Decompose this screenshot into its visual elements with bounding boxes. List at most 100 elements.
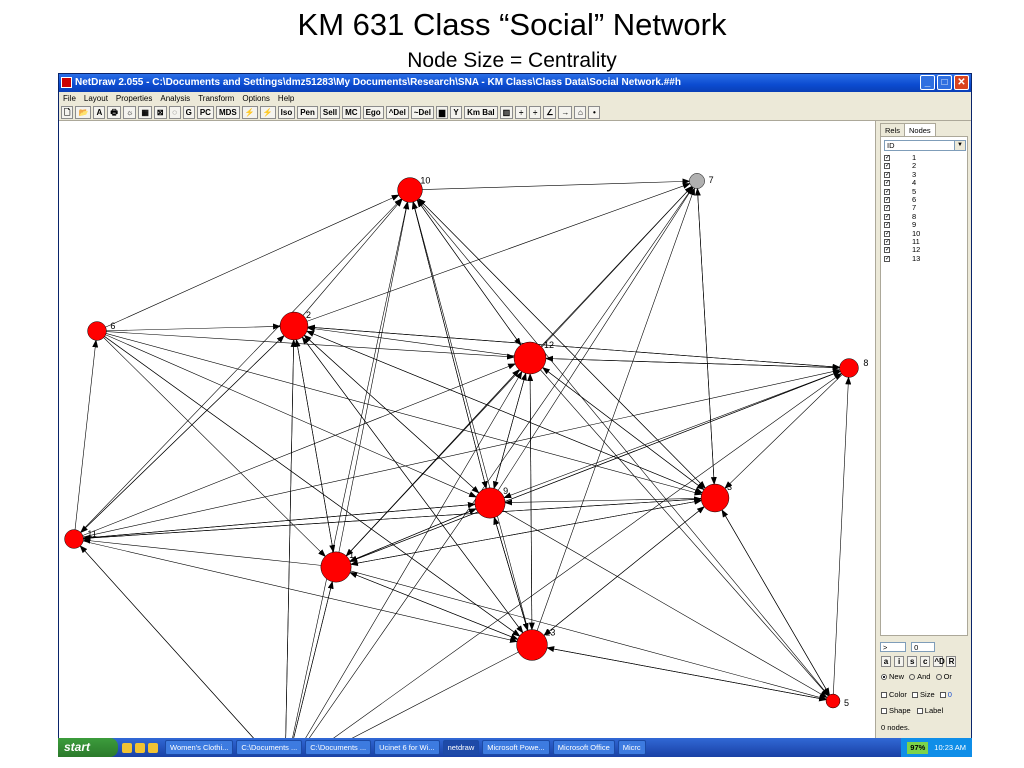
toolbar-button-20[interactable]: ▆ xyxy=(435,106,449,119)
toolbar-button-6[interactable]: ⊠ xyxy=(153,106,167,119)
close-button[interactable]: ✕ xyxy=(954,75,969,90)
node-checkbox[interactable]: ✓ xyxy=(884,238,891,245)
toolbar-button-22[interactable]: Km Bal xyxy=(464,106,498,119)
node-7[interactable] xyxy=(689,173,705,189)
edge-9-1 xyxy=(349,508,477,562)
taskbar-task[interactable]: C:\Documents ... xyxy=(305,740,372,755)
node-5[interactable] xyxy=(825,693,841,709)
node-6[interactable] xyxy=(87,321,107,341)
node-checkbox[interactable]: ✓ xyxy=(884,171,891,178)
taskbar-task[interactable]: C:\Documents ... xyxy=(236,740,303,755)
radio-and[interactable] xyxy=(909,674,916,681)
node-checkbox[interactable]: ✓ xyxy=(884,213,891,220)
toolbar-button-16[interactable]: MC xyxy=(342,106,361,119)
toolbar-button-21[interactable]: Y xyxy=(450,106,463,119)
taskbar-task[interactable]: netdraw xyxy=(442,740,480,755)
node-12[interactable] xyxy=(513,341,547,375)
toolbar-button-10[interactable]: MDS xyxy=(215,106,240,119)
filter-a-button[interactable]: a xyxy=(881,656,891,667)
filter-del-button[interactable]: ^D xyxy=(933,656,945,667)
threshold-input[interactable]: 0 xyxy=(911,642,936,652)
toolbar-button-12[interactable]: ⚡ xyxy=(259,106,276,119)
restore-button[interactable]: □ xyxy=(937,75,952,90)
attribute-dropdown[interactable]: ID ▼ xyxy=(884,140,966,151)
node-checkbox[interactable]: ✓ xyxy=(884,188,891,195)
toolbar-button-2[interactable]: A xyxy=(93,106,106,119)
node-8[interactable] xyxy=(839,358,859,378)
node-13[interactable] xyxy=(516,629,548,661)
toolbar-button-13[interactable]: Iso xyxy=(277,106,296,119)
radio-new[interactable] xyxy=(881,674,887,681)
color-checkbox[interactable] xyxy=(881,692,887,699)
toolbar-button-8[interactable]: G xyxy=(182,106,195,119)
shape-checkbox[interactable] xyxy=(881,708,887,715)
node-1[interactable] xyxy=(320,551,352,583)
desktop-icon[interactable] xyxy=(135,742,145,753)
operator-select[interactable]: > xyxy=(880,642,906,652)
label-checkbox[interactable] xyxy=(916,708,923,715)
taskbar-task[interactable]: Ucinet 6 for Wi... xyxy=(374,740,440,755)
toolbar-button-14[interactable]: Pen xyxy=(297,106,318,119)
network-canvas[interactable]: 12345678910111213 xyxy=(59,121,876,740)
tab-nodes[interactable]: Nodes xyxy=(904,123,936,136)
toolbar-button-29[interactable]: • xyxy=(588,106,601,119)
node-10[interactable] xyxy=(397,177,423,203)
toolbar-button-1[interactable]: 📂 xyxy=(75,106,92,119)
taskbar-task[interactable]: Microsoft Powe... xyxy=(482,740,550,755)
toolbar-button-11[interactable]: ⚡ xyxy=(241,106,258,119)
node-2[interactable] xyxy=(279,311,309,341)
toolbar-button-4[interactable]: ☼ xyxy=(122,106,137,119)
menu-properties[interactable]: Properties xyxy=(115,94,153,103)
start-button[interactable]: start xyxy=(58,738,118,757)
node-checkbox[interactable]: ✓ xyxy=(884,222,891,229)
toolbar-button-17[interactable]: Ego xyxy=(362,106,384,119)
node-checkbox[interactable]: ✓ xyxy=(884,205,891,212)
toolbar-button-18[interactable]: ^Del xyxy=(385,106,409,119)
menu-options[interactable]: Options xyxy=(242,94,270,103)
toolbar-button-19[interactable]: ~Del xyxy=(410,106,434,119)
window-titlebar[interactable]: NetDraw 2.055 - C:\Documents and Setting… xyxy=(59,74,971,92)
toolbar-button-7[interactable]: ◌ xyxy=(168,106,181,119)
toolbar-button-27[interactable]: → xyxy=(558,106,573,119)
node-label-10: 10 xyxy=(420,176,430,186)
toolbar-button-28[interactable]: ⌂ xyxy=(574,106,587,119)
node-checkbox[interactable]: ✓ xyxy=(884,180,891,187)
taskbar-task[interactable]: Microsoft Office xyxy=(552,740,615,755)
size-checkbox[interactable] xyxy=(912,692,919,699)
toolbar-button-5[interactable]: ▦ xyxy=(138,106,152,119)
node-checkbox[interactable]: ✓ xyxy=(884,230,891,237)
toolbar-button-24[interactable]: ÷ xyxy=(515,106,528,119)
filter-r-button[interactable]: R xyxy=(946,656,957,667)
menu-layout[interactable]: Layout xyxy=(83,94,108,103)
menu-help[interactable]: Help xyxy=(277,94,295,103)
menu-transform[interactable]: Transform xyxy=(198,94,235,103)
node-9[interactable] xyxy=(474,487,506,519)
firefox-icon[interactable] xyxy=(148,742,158,753)
toolbar-button-0[interactable]: 🗋 xyxy=(61,106,74,119)
toolbar-button-3[interactable]: 🖶 xyxy=(107,106,121,119)
toolbar-button-15[interactable]: Sell xyxy=(319,106,341,119)
node-checkbox[interactable]: ✓ xyxy=(884,196,891,203)
ie-icon[interactable] xyxy=(122,742,132,753)
taskbar-task[interactable]: Micrc xyxy=(617,740,646,755)
node-checkbox[interactable]: ✓ xyxy=(884,155,891,161)
taskbar-task[interactable]: Women's Clothi... xyxy=(165,740,234,755)
toolbar-button-25[interactable]: ÷ xyxy=(529,106,542,119)
node-checkbox[interactable]: ✓ xyxy=(884,247,891,254)
radio-or[interactable] xyxy=(935,674,942,681)
filter-c-button[interactable]: c xyxy=(920,656,931,667)
node-checkbox[interactable]: ✓ xyxy=(884,163,891,170)
toolbar-button-23[interactable]: ▥ xyxy=(499,106,514,119)
node-3[interactable] xyxy=(700,483,730,513)
minimize-button[interactable]: _ xyxy=(920,75,935,90)
menu-file[interactable]: File xyxy=(63,94,76,103)
filter-i-button[interactable]: i xyxy=(894,656,905,667)
node-11[interactable] xyxy=(64,529,84,549)
toolbar-button-26[interactable]: ∠ xyxy=(543,106,557,119)
filter-s-button[interactable]: s xyxy=(907,656,918,667)
toolbar-button-9[interactable]: PC xyxy=(196,106,214,119)
menu-analysis[interactable]: Analysis xyxy=(160,94,191,103)
tab-rels[interactable]: Rels xyxy=(880,123,906,136)
size-extra-checkbox[interactable] xyxy=(939,692,946,699)
node-checkbox[interactable]: ✓ xyxy=(884,255,891,262)
